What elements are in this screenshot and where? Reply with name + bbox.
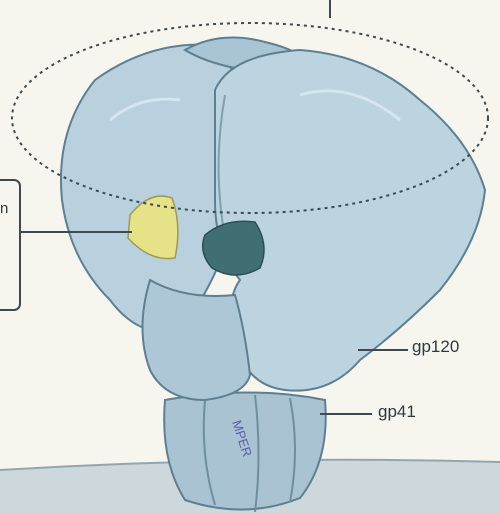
gp41-label: gp41	[378, 402, 416, 422]
callout-text-fragment: n	[0, 200, 8, 217]
gp120-label: gp120	[412, 337, 459, 357]
co-receptor-site-teal	[203, 221, 264, 275]
